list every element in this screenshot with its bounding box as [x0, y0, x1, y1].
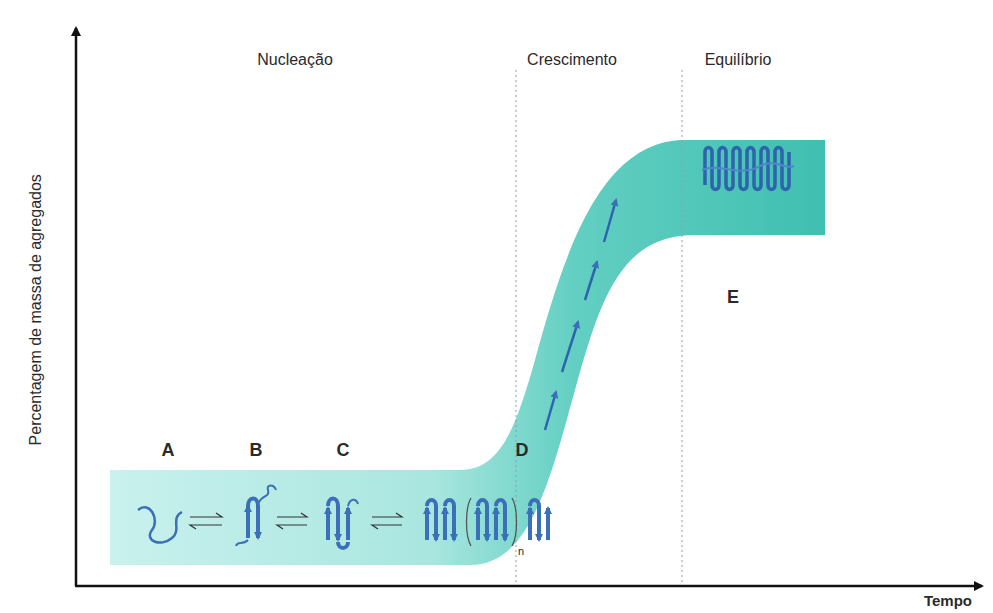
- phase-title: Equilíbrio: [705, 51, 772, 69]
- x-axis: [75, 585, 982, 588]
- repeat-count: n: [518, 545, 524, 557]
- phase-title: Nucleação: [257, 51, 333, 69]
- equilibrium-arrows: [190, 513, 402, 529]
- axis-title: Tempo: [924, 593, 972, 610]
- stage-letter: A: [162, 441, 175, 461]
- stage-letter: B: [250, 441, 263, 461]
- stage-letter: D: [516, 441, 529, 461]
- amyloid-fibril: [702, 148, 794, 190]
- y-axis: [75, 28, 78, 586]
- stage-letter: C: [337, 441, 350, 461]
- axis-title: Percentagem de massa de agregados: [27, 174, 45, 445]
- phase-title: Crescimento: [527, 51, 617, 69]
- hairpin-intermediate: [236, 486, 276, 547]
- beta-sheet-monomer: [328, 499, 358, 549]
- phase-divider: [682, 70, 683, 585]
- repeat-bracket: [467, 498, 517, 546]
- unfolded-protein: [138, 507, 182, 542]
- aggregation-band: [110, 140, 825, 565]
- oligomer-nucleus: [427, 500, 548, 540]
- stage-letter: E: [727, 288, 739, 308]
- growth-arrows: [545, 200, 616, 430]
